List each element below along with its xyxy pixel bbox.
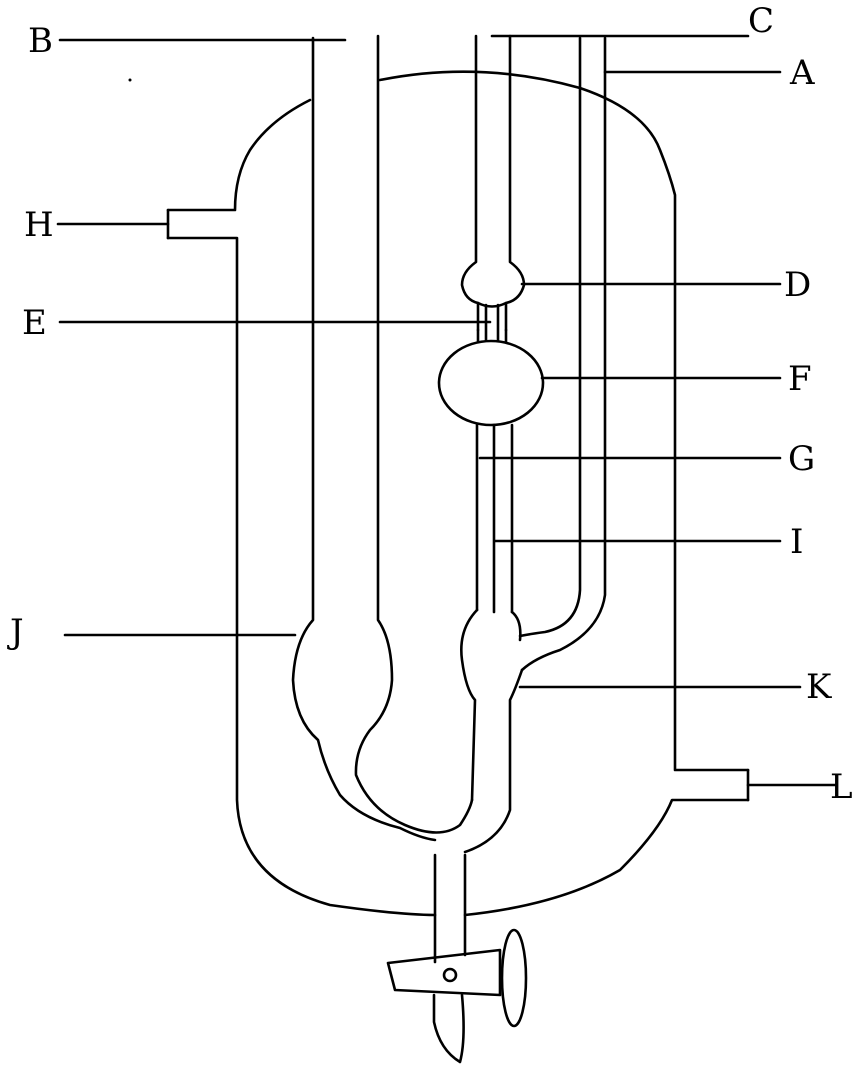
label-D: D — [784, 265, 812, 305]
tube-C — [460, 34, 526, 332]
stray-dot — [128, 78, 132, 82]
label-A: A — [790, 53, 815, 93]
label-B: B — [28, 21, 53, 61]
bulb-F — [437, 339, 545, 427]
bulb-K — [460, 608, 524, 854]
label-I: I — [790, 522, 804, 562]
constriction-E — [476, 303, 508, 344]
outer-jacket — [166, 70, 750, 917]
label-L: L — [830, 767, 853, 807]
bulb-D — [476, 301, 508, 308]
side-tube-A — [518, 36, 607, 672]
stopcock — [386, 928, 528, 1064]
label-E: E — [22, 303, 47, 343]
capillary-G — [475, 423, 514, 614]
leader-lines — [56, 34, 837, 787]
label-H: H — [24, 205, 54, 245]
label-K: K — [806, 667, 832, 707]
drain-tube — [433, 853, 467, 964]
label-J: J — [10, 612, 24, 652]
label-F: F — [788, 359, 812, 399]
label-G: G — [788, 439, 816, 479]
main-tube-B — [291, 34, 474, 842]
label-C: C — [748, 1, 775, 41]
